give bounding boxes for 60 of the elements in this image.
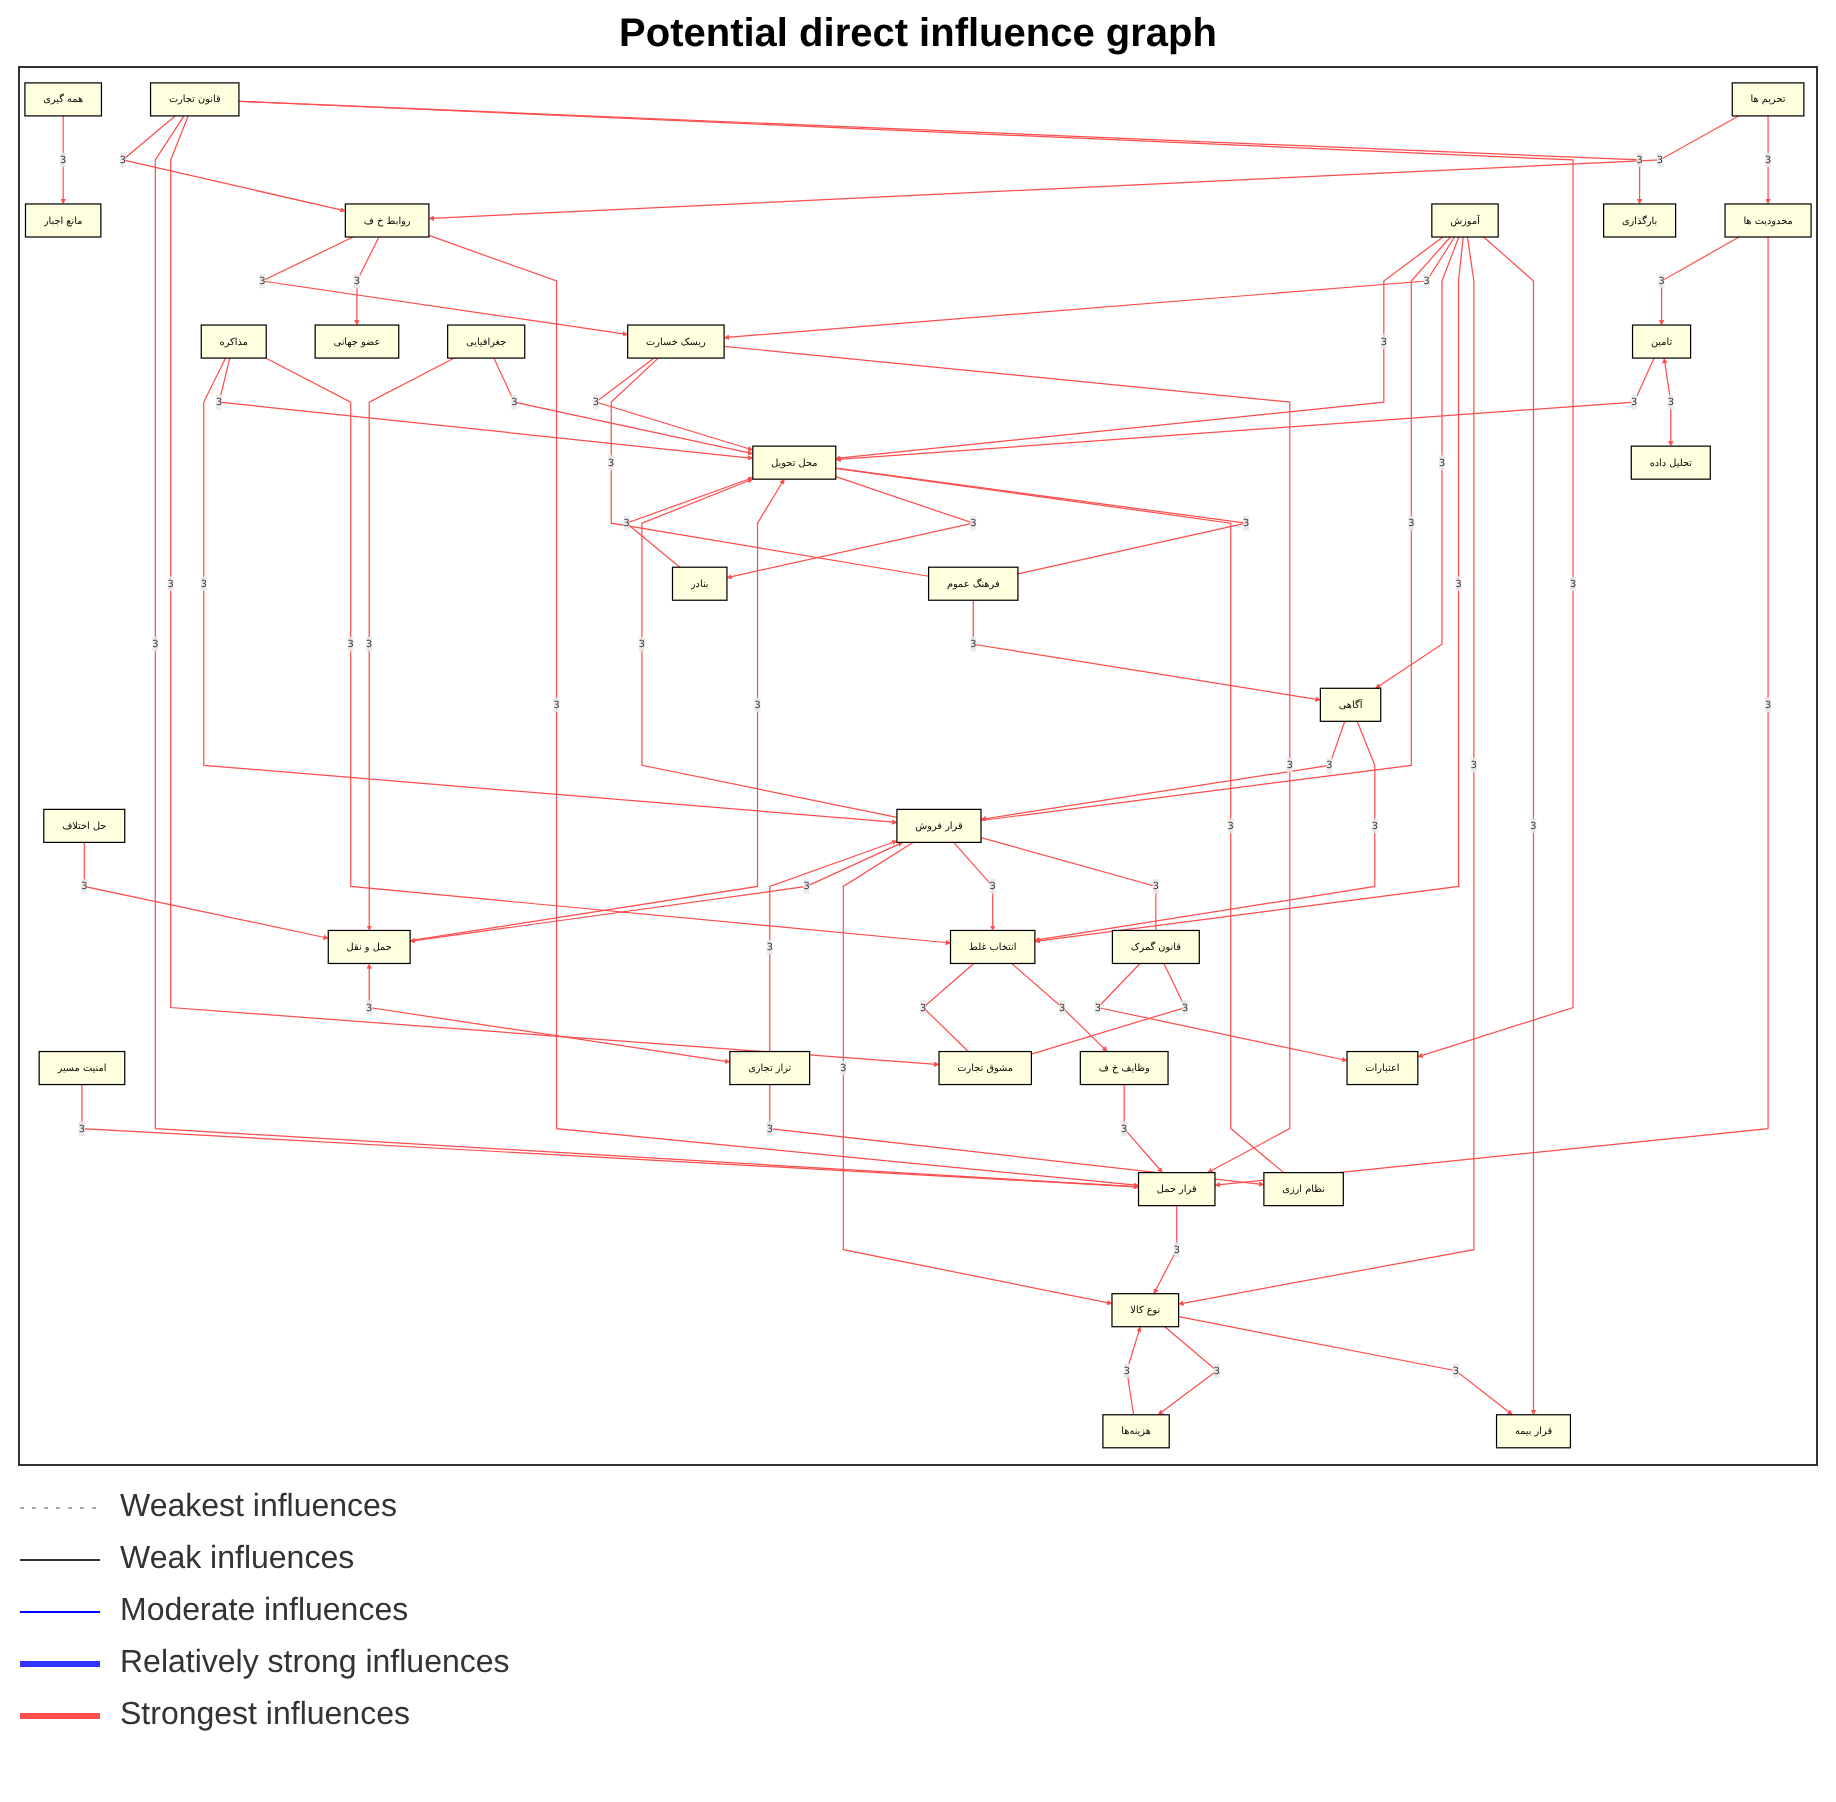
connector [835,468,1247,576]
arrow [835,358,1655,463]
connector [980,837,1157,932]
arrow [769,840,898,1053]
arrow [1662,358,1674,448]
legend-label: Weakest influences [120,1490,397,1526]
connector [610,358,930,578]
arrow [265,358,951,946]
arrow [723,346,1291,1174]
arrow [203,358,898,826]
arrow [594,358,754,452]
arrow [1178,1316,1513,1416]
arrow [1765,115,1771,205]
arrow [980,721,1346,822]
connector [1030,963,1187,1056]
legend-label: Weak influences [120,1542,355,1578]
arrow [1126,1327,1142,1417]
arrow [1157,1326,1218,1416]
arrow [1214,237,1769,1189]
connector [835,468,1285,1174]
arrow [972,600,1321,703]
arrow [354,237,380,326]
arrow [238,101,1574,1059]
arrow [409,842,903,944]
arrow [1011,963,1108,1053]
arrow [60,115,66,205]
connector [980,237,1451,822]
arrow [493,358,754,456]
arrow [170,115,940,1068]
arrow [953,842,996,932]
arrow [121,115,346,214]
arrow [1178,237,1475,1307]
arrow [1658,237,1740,326]
arrow [1096,963,1348,1063]
chart-title: Potential direct influence graph [619,12,1217,58]
legend-label: Relatively strong influences [120,1646,510,1682]
arrow [726,476,976,580]
arrow [260,237,628,338]
arrow [835,237,1444,462]
arrow [1123,1084,1163,1174]
arrow [723,237,1456,341]
arrow [83,842,329,941]
legend-label: Moderate influences [120,1594,409,1630]
arrow [154,115,1139,1190]
arrow [409,479,785,942]
arrow [428,235,1139,1189]
arrow [769,1084,1265,1188]
arrow [366,358,455,932]
legend-label: Strongest influences [120,1698,410,1734]
arrow [1483,237,1537,1416]
arrow [1034,237,1464,945]
arrow [218,358,754,462]
arrow [366,964,731,1065]
arrow [842,842,1113,1306]
arrow [1153,1205,1178,1295]
arrow [428,115,1740,222]
arrow [641,479,898,819]
arrow [625,477,754,569]
arrow [1375,237,1460,690]
arrow [1034,721,1376,943]
